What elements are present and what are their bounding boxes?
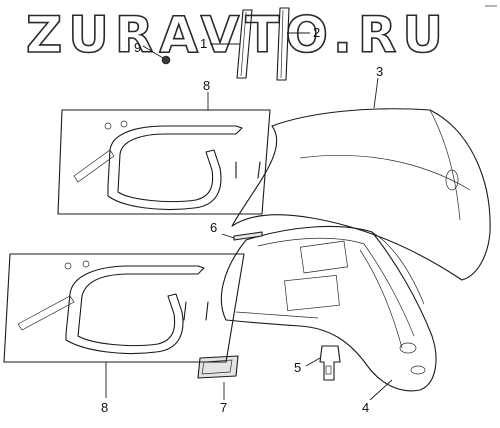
callout-3: 3 <box>376 64 383 79</box>
callout-8-bottom: 8 <box>101 400 108 415</box>
callout-6: 6 <box>210 220 217 235</box>
watermark-text: ZURAVTO.RU <box>26 6 449 64</box>
leader-5 <box>305 357 321 367</box>
callout-7: 7 <box>220 400 227 415</box>
leader-9 <box>142 45 164 59</box>
leader-4 <box>369 379 393 401</box>
part-3-trunk-lid <box>231 108 491 281</box>
callout-8-top: 8 <box>203 78 210 93</box>
callout-5: 5 <box>294 360 301 375</box>
part-8-hinge-box-bottom <box>3 253 245 363</box>
part-8-hinge-box-top <box>57 109 271 215</box>
callout-2: 2 <box>313 25 320 40</box>
callout-1: 1 <box>200 36 207 51</box>
part-9-clip <box>161 55 171 65</box>
leader-3 <box>373 77 379 109</box>
part-1-seal-strip <box>236 9 253 79</box>
callout-9: 9 <box>134 40 141 55</box>
part-7-lamp <box>197 355 239 379</box>
part-8-bolts-top <box>235 161 261 179</box>
part-8-bolts-bottom <box>183 301 209 321</box>
part-5-latch-bracket <box>319 345 341 381</box>
leader-6 <box>221 233 235 239</box>
callout-4: 4 <box>362 400 369 415</box>
part-6-trim-strip <box>233 231 263 241</box>
part-2-seal-strip <box>276 7 290 81</box>
